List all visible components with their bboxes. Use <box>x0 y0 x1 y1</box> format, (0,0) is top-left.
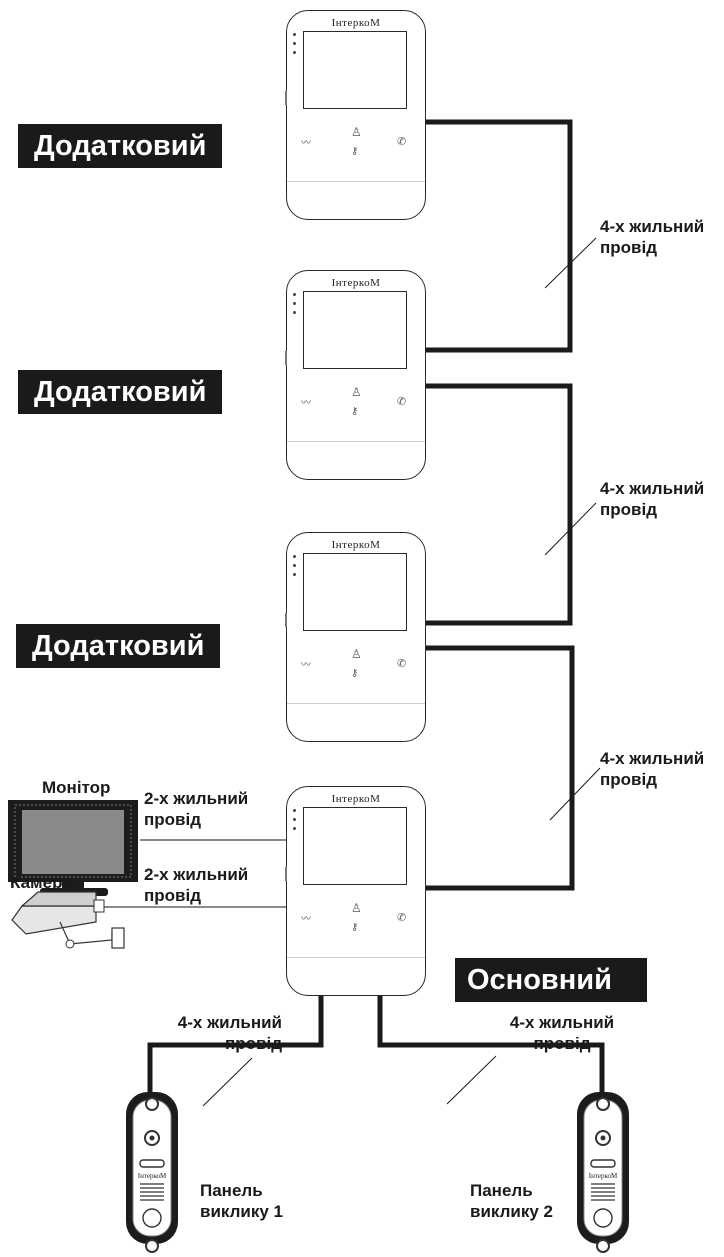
phone-icon: ✆ <box>397 135 407 148</box>
wire-label-panel2: 4-х жильний провід <box>502 1012 622 1054</box>
wire-label-camera-line1: 2-х жильний <box>144 865 249 884</box>
wire-4core-panel2 <box>377 970 605 1092</box>
intercom-monitor-extra-1: ІнтеркоМ 〰 ♙ ⚷ ✆ <box>285 10 426 220</box>
key-icon: ⚷ <box>351 406 359 417</box>
monitor-screen <box>303 291 407 369</box>
wire-label-panel2-line2: провід <box>533 1034 591 1053</box>
led-indicators <box>293 33 297 60</box>
wire-4core-2 <box>425 383 573 626</box>
wire-label-camera: 2-х жильний провід <box>144 864 248 906</box>
wire-label-1-line2: провід <box>600 238 658 257</box>
phone-icon: ✆ <box>397 657 407 670</box>
person-icon: ♙ <box>351 125 362 139</box>
label-extra-1: Додатковий <box>18 124 223 168</box>
wire-4core-panel1 <box>147 970 324 1092</box>
monitor-brand: ІнтеркоМ <box>331 793 381 805</box>
wire-label-1-line1: 4-х жильний <box>600 217 705 236</box>
camera-label: Камера <box>10 873 72 892</box>
panel-1-label-line1: Панель <box>200 1181 263 1200</box>
wire-1-pointer <box>544 237 597 289</box>
call-panel-1-icon <box>126 1092 178 1253</box>
wire-label-panel1-line1: 4-х жильний <box>177 1013 282 1032</box>
panel-1-label: Панель виклику 1 <box>200 1180 283 1222</box>
wire-2-pointer <box>544 502 597 556</box>
wire-label-monitor: 2-х жильний провід <box>144 788 248 830</box>
wire-label-panel1: 4-х жильний провід <box>164 1012 282 1054</box>
wire-label-2-line1: 4-х жильний <box>600 479 705 498</box>
led-indicators <box>293 293 297 320</box>
label-extra-3: Додатковий <box>16 624 221 668</box>
panel-2-label: Панель виклику 2 <box>470 1180 553 1222</box>
wire-3-pointer <box>549 767 601 821</box>
panel-1-label-line2: виклику 1 <box>200 1202 284 1221</box>
wire-label-3: 4-х жильний провід <box>600 748 704 790</box>
tv-monitor-label: Монітор <box>42 778 111 797</box>
monitor-screen <box>303 31 407 109</box>
monitor-screen <box>303 553 407 631</box>
wire-label-monitor-line2: провід <box>144 810 202 829</box>
intercom-monitor-main: ІнтеркоМ 〰 ♙ ⚷ ✆ <box>285 786 426 996</box>
wire-4core-3 <box>425 645 575 891</box>
key-icon: ⚷ <box>351 668 359 679</box>
camera-icon <box>11 891 125 949</box>
menu-icon: 〰 <box>301 398 311 409</box>
label-main: Основний <box>455 958 647 1002</box>
wire-panel2-pointer <box>446 1055 497 1105</box>
wire-label-camera-line2: провід <box>144 886 202 905</box>
led-indicators <box>293 809 297 836</box>
wire-panel1-pointer <box>202 1057 253 1107</box>
wire-label-1: 4-х жильний провід <box>600 216 704 258</box>
menu-icon: 〰 <box>301 660 311 671</box>
wire-label-monitor-line1: 2-х жильний <box>144 789 249 808</box>
panel-2-brand: ІнтеркоМ <box>589 1172 618 1180</box>
person-icon: ♙ <box>351 901 362 915</box>
monitor-brand: ІнтеркоМ <box>331 17 381 29</box>
intercom-monitor-extra-2: ІнтеркоМ 〰 ♙ ⚷ ✆ <box>285 270 426 480</box>
wire-label-panel1-line2: провід <box>224 1034 282 1053</box>
key-icon: ⚷ <box>351 146 359 157</box>
wire-label-2-line2: провід <box>600 500 658 519</box>
wire-4core-1 <box>425 119 573 353</box>
person-icon: ♙ <box>351 385 362 399</box>
wire-label-2: 4-х жильний провід <box>600 478 704 520</box>
menu-icon: 〰 <box>301 914 311 925</box>
call-panel-2-icon <box>577 1092 629 1253</box>
panel-1-brand: ІнтеркоМ <box>138 1172 167 1180</box>
led-indicators <box>293 555 297 582</box>
monitor-brand: ІнтеркоМ <box>331 277 381 289</box>
tv-monitor-icon <box>8 800 138 896</box>
wire-label-panel2-line1: 4-х жильний <box>509 1013 615 1032</box>
label-extra-2: Додатковий <box>18 370 223 414</box>
key-icon: ⚷ <box>351 922 359 933</box>
panel-2-label-line2: виклику 2 <box>470 1202 554 1221</box>
wire-label-3-line1: 4-х жильний <box>600 749 705 768</box>
intercom-monitor-extra-3: ІнтеркоМ 〰 ♙ ⚷ ✆ <box>285 532 426 742</box>
menu-icon: 〰 <box>301 138 311 149</box>
phone-icon: ✆ <box>397 911 407 924</box>
wire-label-3-line2: провід <box>600 770 658 789</box>
panel-2-label-line1: Панель <box>470 1181 533 1200</box>
person-icon: ♙ <box>351 647 362 661</box>
monitor-screen <box>303 807 407 885</box>
phone-icon: ✆ <box>397 395 407 408</box>
monitor-brand: ІнтеркоМ <box>331 539 381 551</box>
